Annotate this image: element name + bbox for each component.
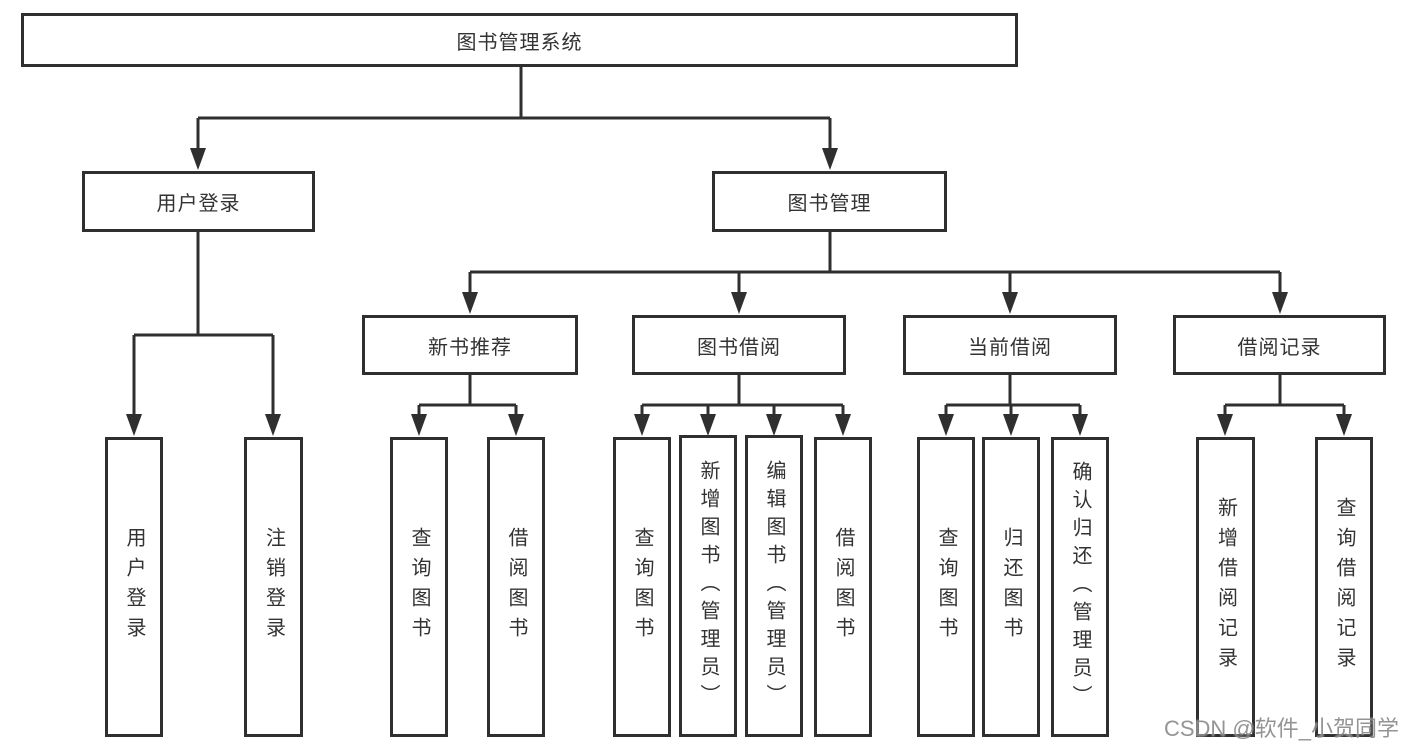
- leaf-return-book-label: 归还图书: [1000, 527, 1022, 647]
- leaf-return-book: 归还图书: [982, 437, 1040, 737]
- arrow-leaf-query-record: [1336, 414, 1352, 436]
- leaf-confirm-return-admin: 确认归还（管理员）: [1051, 437, 1109, 737]
- leaf-add-borrow-record-label: 新增借阅记录: [1214, 497, 1237, 677]
- leaf-add-borrow-record: 新增借阅记录: [1196, 437, 1255, 737]
- leaf-query-book-rec: 查询图书: [390, 437, 448, 737]
- node-new-book-rec: 新书推荐: [362, 315, 578, 375]
- node-user-login: 用户登录: [82, 171, 315, 232]
- connector-book-borrow: [640, 375, 845, 422]
- leaf-query-borrow-record: 查询借阅记录: [1315, 437, 1373, 737]
- node-root: 图书管理系统: [21, 13, 1018, 67]
- node-user-login-label: 用户登录: [156, 193, 241, 215]
- arrow-leaf-query-book-borrow: [634, 414, 650, 436]
- node-current-borrow-label: 当前借阅: [968, 336, 1052, 359]
- node-book-borrow: 图书借阅: [632, 315, 846, 375]
- connector-root: [198, 67, 830, 120]
- node-borrow-records-label: 借阅记录: [1237, 336, 1322, 359]
- node-root-label: 图书管理系统: [456, 31, 583, 54]
- arrow-book-borrow: [731, 292, 747, 314]
- leaf-logout-label: 注销登录: [262, 527, 285, 647]
- arrow-leaf-add-record: [1217, 414, 1233, 436]
- arrow-leaf-edit-book: [766, 414, 782, 436]
- node-current-borrow: 当前借阅: [903, 315, 1117, 375]
- leaf-query-book-borrow-label: 查询图书: [631, 527, 653, 647]
- csdn-watermark: CSDN @软件_小贺同学: [1163, 716, 1399, 741]
- arrow-current-borrow: [1002, 292, 1018, 314]
- arrow-book-mgmt: [822, 148, 838, 170]
- connector-book-mgmt: [468, 232, 1282, 300]
- leaf-borrow-book-rec: 借阅图书: [487, 437, 545, 737]
- node-book-borrow-label: 图书借阅: [697, 336, 781, 359]
- leaf-add-book-admin-label: 新增图书（管理员）: [697, 460, 719, 712]
- arrow-borrow-records: [1272, 292, 1288, 314]
- arrow-leaf-confirm-return: [1072, 414, 1088, 436]
- arrow-leaf-query-book-rec: [411, 414, 427, 436]
- connector-root-drops: [196, 118, 832, 156]
- leaf-borrow-book-rec-label: 借阅图书: [505, 527, 527, 647]
- arrow-leaf-logout: [265, 414, 281, 436]
- leaf-edit-book-admin-label: 编辑图书（管理员）: [763, 460, 785, 712]
- arrow-leaf-query-book-current: [938, 414, 954, 436]
- leaf-confirm-return-admin-label: 确认归还（管理员）: [1069, 461, 1091, 713]
- node-new-book-rec-label: 新书推荐: [428, 336, 512, 359]
- leaf-add-book-admin: 新增图书（管理员）: [679, 435, 737, 737]
- leaf-query-book-current-label: 查询图书: [935, 527, 957, 647]
- arrow-leaf-borrow-book-rec: [508, 414, 524, 436]
- leaf-borrow-book-borrow: 借阅图书: [814, 437, 872, 737]
- connector-current-borrow: [944, 375, 1082, 422]
- arrow-leaf-user-login: [126, 414, 142, 436]
- node-borrow-records: 借阅记录: [1173, 315, 1386, 375]
- node-book-mgmt: 图书管理: [712, 171, 947, 232]
- node-book-mgmt-label: 图书管理: [787, 193, 872, 215]
- leaf-query-borrow-record-label: 查询借阅记录: [1333, 497, 1355, 677]
- connector-user-login: [132, 232, 275, 422]
- leaf-logout: 注销登录: [244, 437, 303, 737]
- leaf-query-book-rec-label: 查询图书: [408, 527, 430, 647]
- leaf-borrow-book-borrow-label: 借阅图书: [832, 527, 854, 647]
- leaf-user-login: 用户登录: [105, 437, 163, 737]
- leaf-query-book-borrow: 查询图书: [613, 437, 671, 737]
- leaf-query-book-current: 查询图书: [917, 437, 975, 737]
- leaf-edit-book-admin: 编辑图书（管理员）: [745, 435, 803, 737]
- arrow-leaf-borrow-book-borrow: [835, 414, 851, 436]
- connector-borrow-records: [1223, 375, 1346, 422]
- arrow-leaf-add-book: [700, 414, 716, 436]
- connector-new-book-rec: [417, 375, 518, 422]
- leaf-user-login-label: 用户登录: [123, 527, 145, 647]
- arrow-leaf-return-book: [1003, 414, 1019, 436]
- arrow-user-login: [190, 148, 206, 170]
- arrow-new-book-rec: [462, 292, 478, 314]
